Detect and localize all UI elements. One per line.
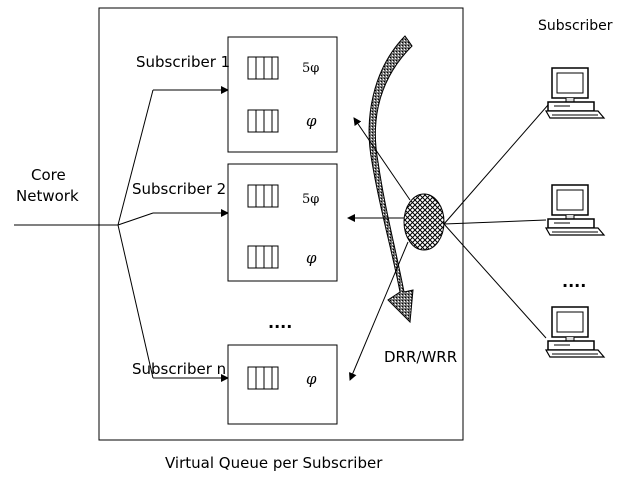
subscriber-links — [443, 104, 549, 339]
subscriber-2-bottom-weight: φ — [306, 249, 317, 267]
subscriber-n-label: Subscriber n — [132, 360, 226, 378]
scheduler-label: DRR/WRR — [384, 348, 457, 366]
desktop-computer-icon — [545, 67, 605, 119]
subscriber-1-box — [227, 36, 338, 153]
subscriber-2-box — [227, 163, 338, 282]
queue-buffer-icon — [247, 366, 279, 390]
subscriber-1-top-weight: 5φ — [302, 61, 319, 76]
queue-ellipsis: .... — [268, 313, 292, 332]
fanout-lines — [117, 89, 154, 379]
desktop-computer-icon — [545, 184, 605, 236]
scheduler-arrow-lower — [349, 241, 409, 381]
round-robin-scheduler-icon — [368, 35, 445, 324]
queue-buffer-icon — [247, 245, 279, 269]
subscriber-n-box — [227, 344, 338, 425]
queue-buffer-icon — [247, 56, 279, 80]
computer-ellipsis: .... — [562, 272, 586, 291]
desktop-computer-icon — [545, 306, 605, 358]
scheduler-arrow-upper — [353, 117, 411, 201]
subscriber-1-bottom-weight: φ — [306, 112, 317, 130]
queue-buffer-icon — [247, 109, 279, 133]
subscriber-header: Subscriber — [538, 18, 613, 34]
core-network-label-line2: Network — [16, 187, 79, 205]
subscriber-1-label: Subscriber 1 — [136, 53, 230, 71]
subscriber-n-weight: φ — [306, 370, 317, 388]
subscriber-2-label: Subscriber 2 — [132, 180, 226, 198]
caption: Virtual Queue per Subscriber — [165, 454, 383, 472]
subscriber-2-top-weight: 5φ — [302, 192, 319, 207]
core-network-label-line1: Core — [31, 166, 66, 184]
queue-buffer-icon — [247, 184, 279, 208]
